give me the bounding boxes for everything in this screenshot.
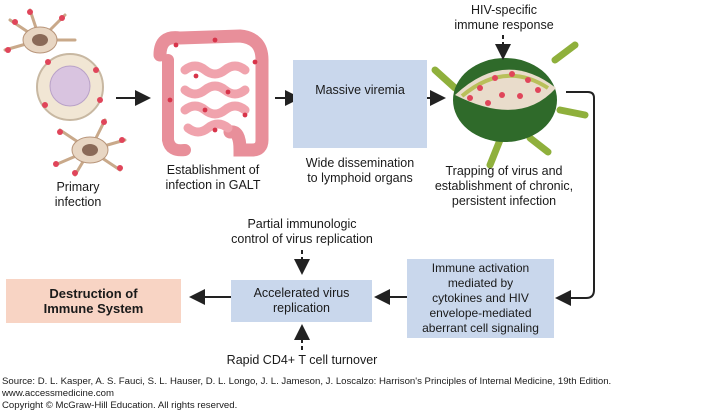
immune-activation-box: Immune activation mediated by cytokines … (407, 259, 554, 338)
source-url: www.accessmedicine.com (2, 388, 114, 399)
lymph-node-illustration (431, 41, 589, 169)
dendritic-cell-illustration (3, 8, 127, 177)
rapid-turnover-label: Rapid CD4+ T cell turnover (226, 353, 378, 367)
partial-control-label: Partial immunologic control of virus rep… (231, 217, 373, 246)
viremia-title: Massive viremia (315, 83, 405, 97)
viremia-box: Massive viremia Wide dissemination to ly… (293, 60, 427, 185)
source-citation: Source: D. L. Kasper, A. S. Fauci, S. L.… (2, 376, 612, 387)
primary-infection-label: Primary infection (54, 180, 102, 209)
destruction-box: Destruction of Immune System (6, 279, 181, 323)
accelerated-replication-box: Accelerated virus replication (231, 280, 372, 322)
copyright-notice: Copyright © McGraw-Hill Education. All r… (2, 400, 238, 411)
gut-illustration (153, 29, 269, 157)
galt-label: Establishment of infection in GALT (165, 163, 261, 192)
hiv-response-label: HIV-specific immune response (454, 3, 554, 32)
dissemination-text: Wide dissemination to lymphoid organs (305, 156, 415, 185)
trapping-label: Trapping of virus and establishment of c… (434, 164, 574, 208)
